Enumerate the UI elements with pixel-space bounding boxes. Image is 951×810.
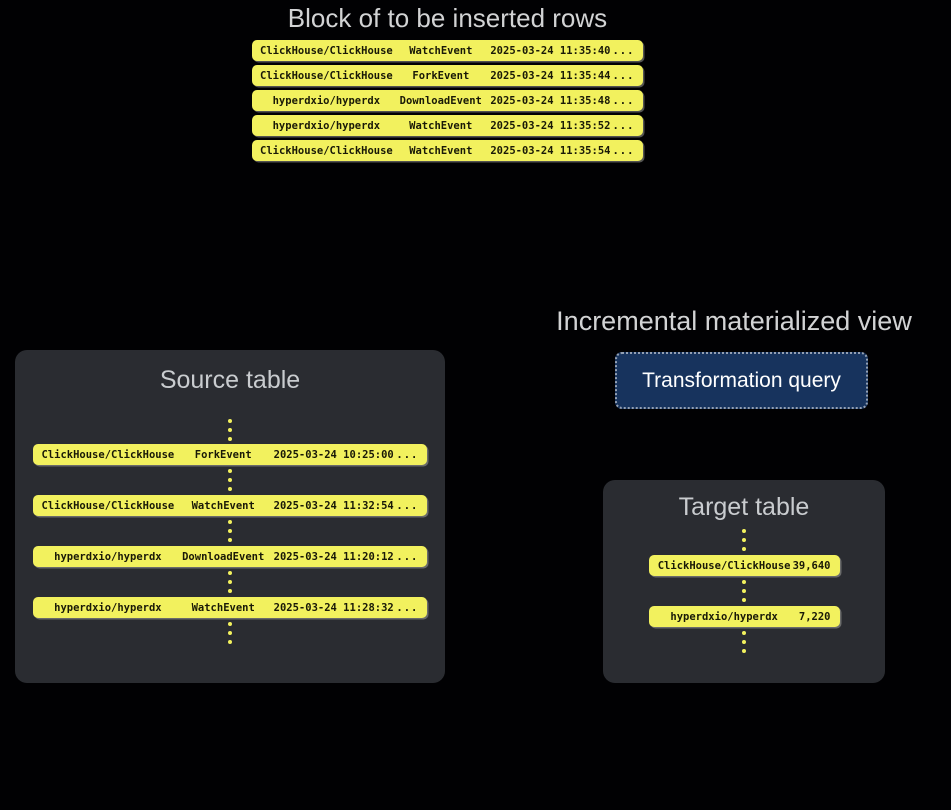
row-timestamp: 2025-03-24 10:25:00 bbox=[273, 448, 394, 461]
row-timestamp: 2025-03-24 11:35:44 bbox=[490, 69, 611, 82]
vertical-ellipsis-icon bbox=[742, 529, 746, 551]
row-ellipsis: ... bbox=[396, 601, 419, 614]
table-row: hyperdxio/hyperdx 7,220 bbox=[648, 606, 840, 627]
source-table-title: Source table bbox=[159, 366, 301, 394]
row-timestamp: 2025-03-24 11:28:32 bbox=[273, 601, 394, 614]
row-repo: ClickHouse/ClickHouse bbox=[260, 144, 393, 157]
row-event: DownloadEvent bbox=[182, 550, 265, 563]
row-repo: ClickHouse/ClickHouse bbox=[657, 559, 791, 572]
row-repo: ClickHouse/ClickHouse bbox=[41, 448, 175, 461]
vertical-ellipsis-icon bbox=[228, 520, 232, 542]
row-repo: ClickHouse/ClickHouse bbox=[260, 69, 393, 82]
row-ellipsis: ... bbox=[396, 499, 419, 512]
row-count: 7,220 bbox=[798, 610, 831, 623]
target-table-panel: Target table ClickHouse/ClickHouse 39,64… bbox=[603, 480, 885, 683]
row-repo: hyperdxio/hyperdx bbox=[272, 94, 381, 107]
row-timestamp: 2025-03-24 11:32:54 bbox=[273, 499, 394, 512]
row-ellipsis: ... bbox=[612, 144, 635, 157]
row-repo: ClickHouse/ClickHouse bbox=[260, 44, 393, 57]
row-ellipsis: ... bbox=[396, 448, 419, 461]
vertical-ellipsis-icon bbox=[742, 631, 746, 653]
vertical-ellipsis-icon bbox=[742, 580, 746, 602]
row-timestamp: 2025-03-24 11:35:52 bbox=[490, 119, 611, 132]
table-row: hyperdxio/hyperdx WatchEvent 2025-03-24 … bbox=[33, 597, 427, 618]
table-row: hyperdxio/hyperdx DownloadEvent 2025-03-… bbox=[252, 90, 643, 111]
materialized-view-label: Incremental materialized view bbox=[556, 306, 912, 336]
row-repo: hyperdxio/hyperdx bbox=[54, 550, 162, 563]
row-event: WatchEvent bbox=[191, 499, 255, 512]
row-ellipsis: ... bbox=[612, 44, 635, 57]
row-ellipsis: ... bbox=[612, 69, 635, 82]
transformation-query-button[interactable]: Transformation query bbox=[615, 352, 868, 409]
row-timestamp: 2025-03-24 11:20:12 bbox=[273, 550, 394, 563]
row-event: WatchEvent bbox=[409, 44, 473, 57]
row-ellipsis: ... bbox=[612, 119, 635, 132]
insert-rows: ClickHouse/ClickHouse WatchEvent 2025-03… bbox=[252, 40, 643, 161]
target-table-title: Target table bbox=[678, 493, 810, 521]
row-event: WatchEvent bbox=[409, 144, 473, 157]
row-event: DownloadEvent bbox=[399, 94, 482, 107]
row-timestamp: 2025-03-24 11:35:40 bbox=[490, 44, 611, 57]
row-repo: ClickHouse/ClickHouse bbox=[41, 499, 175, 512]
row-ellipsis: ... bbox=[612, 94, 635, 107]
table-row: ClickHouse/ClickHouse 39,640 bbox=[648, 555, 840, 576]
table-row: ClickHouse/ClickHouse WatchEvent 2025-03… bbox=[252, 40, 643, 61]
row-event: ForkEvent bbox=[412, 69, 470, 82]
table-row: ClickHouse/ClickHouse ForkEvent 2025-03-… bbox=[33, 444, 427, 465]
row-timestamp: 2025-03-24 11:35:48 bbox=[490, 94, 611, 107]
table-row: hyperdxio/hyperdx WatchEvent 2025-03-24 … bbox=[252, 115, 643, 136]
vertical-ellipsis-icon bbox=[228, 622, 232, 644]
vertical-ellipsis-icon bbox=[228, 469, 232, 491]
table-row: ClickHouse/ClickHouse WatchEvent 2025-03… bbox=[252, 140, 643, 161]
table-row: hyperdxio/hyperdx DownloadEvent 2025-03-… bbox=[33, 546, 427, 567]
row-event: WatchEvent bbox=[191, 601, 255, 614]
vertical-ellipsis-icon bbox=[228, 419, 232, 441]
row-event: WatchEvent bbox=[409, 119, 473, 132]
row-timestamp: 2025-03-24 11:35:54 bbox=[490, 144, 611, 157]
table-row: ClickHouse/ClickHouse ForkEvent 2025-03-… bbox=[252, 65, 643, 86]
row-repo: hyperdxio/hyperdx bbox=[54, 601, 162, 614]
row-count: 39,640 bbox=[792, 559, 831, 572]
row-ellipsis: ... bbox=[396, 550, 419, 563]
insert-block-title: Block of to be inserted rows bbox=[287, 3, 608, 33]
row-event: ForkEvent bbox=[194, 448, 252, 461]
source-table-panel: Source table ClickHouse/ClickHouse ForkE… bbox=[15, 350, 445, 683]
table-row: ClickHouse/ClickHouse WatchEvent 2025-03… bbox=[33, 495, 427, 516]
row-repo: hyperdxio/hyperdx bbox=[670, 610, 778, 623]
row-repo: hyperdxio/hyperdx bbox=[272, 119, 381, 132]
vertical-ellipsis-icon bbox=[228, 571, 232, 593]
insert-block: Block of to be inserted rows ClickHouse/… bbox=[252, 2, 643, 161]
